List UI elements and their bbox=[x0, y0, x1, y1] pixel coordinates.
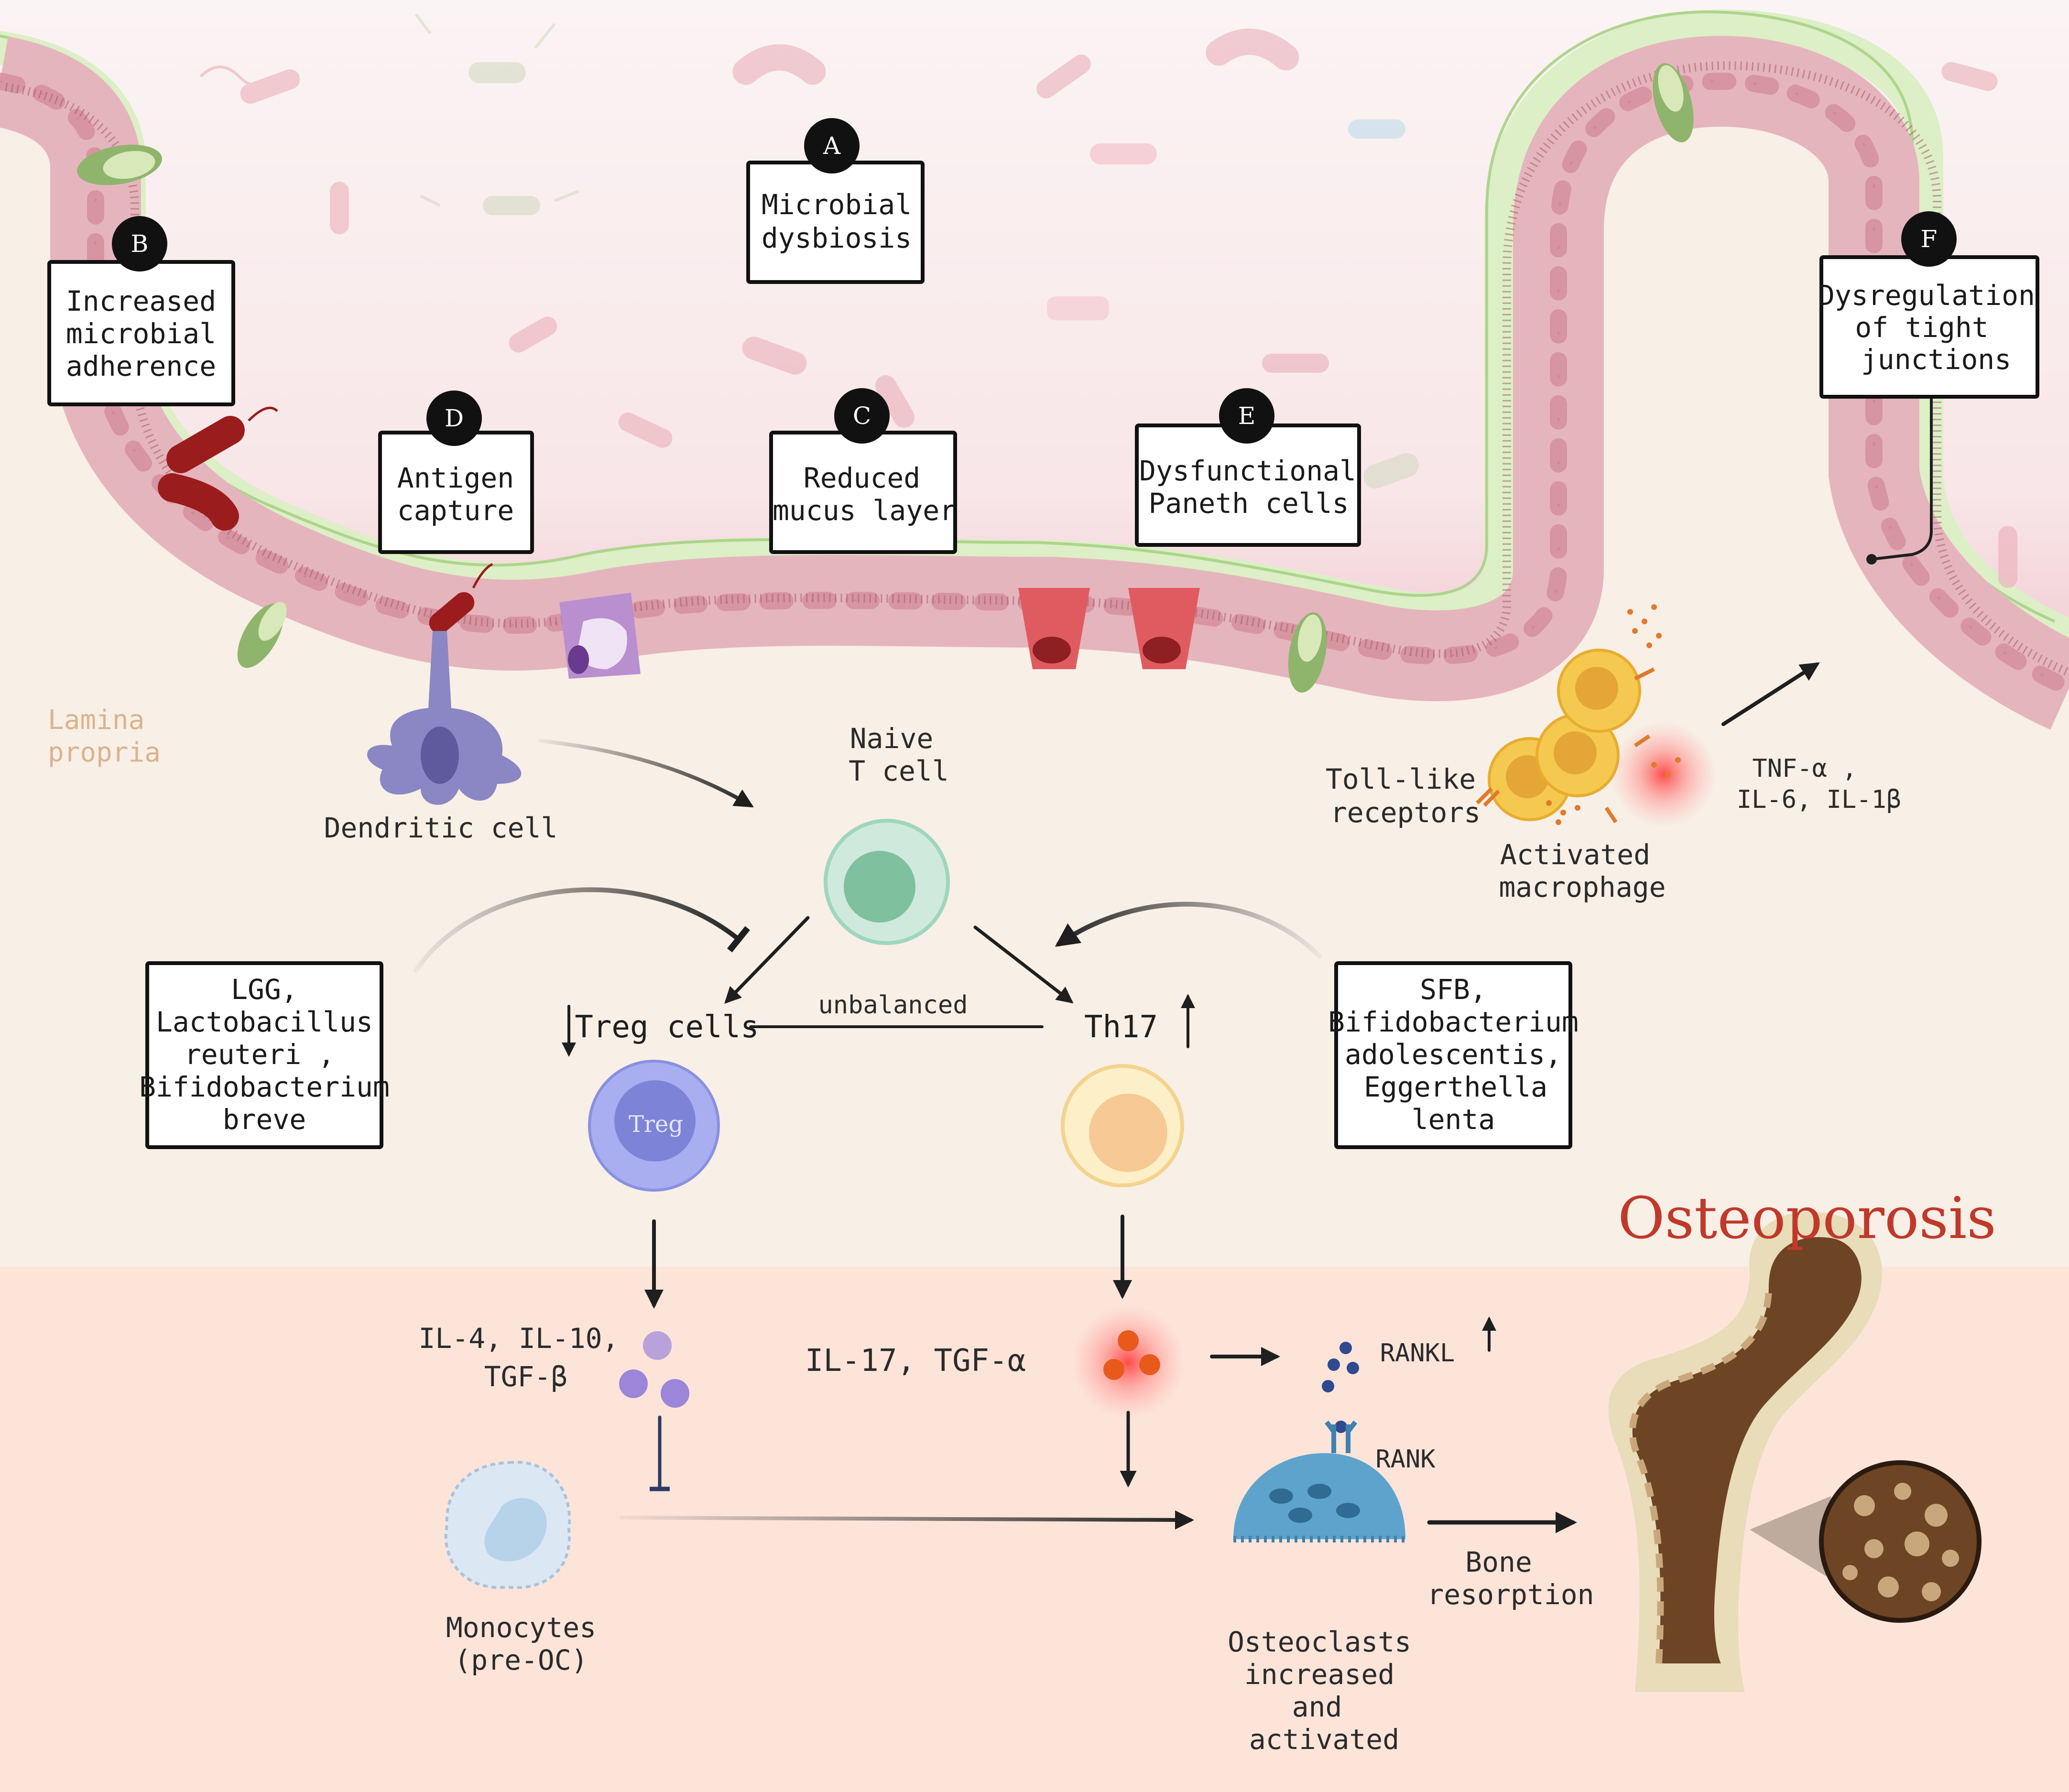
box-a-line-2: dysbiosis bbox=[762, 222, 912, 254]
badge-e bbox=[1219, 388, 1274, 444]
box-f-line-2: of tight bbox=[1855, 311, 1988, 344]
goblet-cells bbox=[77, 63, 1694, 693]
unbalanced-label: unbalanced bbox=[818, 991, 968, 1020]
anti-inflammatory-cytokines bbox=[619, 1331, 689, 1408]
treg-cells-label: Treg cells bbox=[575, 1010, 759, 1045]
box-d-line-2: capture bbox=[397, 494, 514, 527]
box-b-line-2: microbial bbox=[66, 317, 216, 350]
monocytes-label-1: Monocytes bbox=[446, 1611, 596, 1644]
badge-a bbox=[804, 118, 860, 174]
box-b-line-3: adherence bbox=[66, 350, 216, 382]
box-b-line-1: Increased bbox=[66, 285, 216, 317]
osteoporosis-title: Osteoporosis bbox=[1618, 1185, 1996, 1252]
badge-c bbox=[834, 388, 890, 444]
lgg-line-4: Bifidobacterium bbox=[139, 1071, 390, 1103]
box-e-line-2: Paneth cells bbox=[1148, 487, 1349, 520]
lgg-line-2: Lactobacillus bbox=[156, 1006, 373, 1038]
bone-resorption-label-1: Bone bbox=[1465, 1546, 1532, 1578]
osteoclasts-label-2: increased bbox=[1244, 1658, 1394, 1691]
badge-d bbox=[426, 391, 482, 446]
dendritic-cell bbox=[367, 631, 522, 805]
paneth-cells bbox=[1018, 588, 1200, 669]
box-dysfunctional-paneth-cells: E Dysfunctional Paneth cells bbox=[1135, 388, 1361, 547]
rankl-label: RANKL bbox=[1380, 1339, 1455, 1368]
bone-resorption-label-2: resorption bbox=[1427, 1578, 1594, 1611]
box-a-line-1: Microbial bbox=[762, 188, 912, 221]
lgg-line-3: reuteri , bbox=[185, 1038, 335, 1071]
th17-cell bbox=[1061, 1064, 1184, 1187]
badge-f-label: F bbox=[1921, 225, 1938, 253]
femur-bone bbox=[1608, 1212, 1982, 1692]
box-antigen-capture: D Antigen capture bbox=[378, 391, 534, 554]
lgg-line-1: LGG, bbox=[231, 973, 298, 1006]
naive-label-2: T cell bbox=[849, 755, 949, 787]
naive-label-1: Naive bbox=[850, 722, 934, 755]
osteoclast bbox=[1233, 1421, 1405, 1542]
pro-inflammatory-cytokines bbox=[1071, 1305, 1186, 1420]
badge-c-label: C bbox=[853, 402, 871, 430]
toll-like-label-2: receptors bbox=[1330, 796, 1481, 829]
badge-b-label: B bbox=[131, 230, 149, 258]
rank-label: RANK bbox=[1375, 1445, 1436, 1474]
box-d-line-1: Antigen bbox=[397, 462, 514, 494]
lumen-bacteria bbox=[199, 13, 2017, 588]
tnf-label-2: IL-6, IL-1β bbox=[1737, 785, 1901, 814]
rankl-molecules bbox=[1322, 1342, 1359, 1433]
il4-label-2: TGF-β bbox=[484, 1360, 568, 1393]
box-f-line-1: Dysregulation bbox=[1818, 279, 2035, 312]
osteoclasts-label-1: Osteoclasts bbox=[1228, 1626, 1411, 1658]
badge-f bbox=[1901, 211, 1957, 267]
box-c-line-1: Reduced bbox=[804, 462, 920, 494]
box-pathogenic-strains: SFB, Bifidobacterium adolescentis, Egger… bbox=[1328, 961, 1579, 1149]
lamina-propria-label-1: Lamina bbox=[48, 705, 144, 736]
tnf-label-1: TNF-α , bbox=[1752, 754, 1857, 783]
osteoclasts-label-4: activated bbox=[1249, 1723, 1399, 1756]
tight-junction-pointer-dot bbox=[1866, 554, 1877, 565]
box-f-line-3: junctions bbox=[1861, 343, 2011, 376]
il4-label-1: IL-4, IL-10, bbox=[418, 1322, 619, 1355]
sfb-line-3: adolescentis, bbox=[1345, 1038, 1562, 1071]
toll-like-label-1: Toll-like bbox=[1326, 763, 1476, 795]
sfb-line-4: Eggerthella bbox=[1364, 1071, 1547, 1103]
naive-t-cell bbox=[824, 819, 950, 945]
treg-cell bbox=[588, 1060, 720, 1192]
box-increased-microbial-adherence: B Increased microbial adherence bbox=[47, 216, 235, 406]
macrophage-label-2: macrophage bbox=[1499, 871, 1666, 903]
box-dysregulation-tight-junctions: F Dysregulation of tight junctions bbox=[1818, 211, 2039, 399]
sfb-line-2: Bifidobacterium bbox=[1328, 1006, 1579, 1038]
osteoclasts-label-3: and bbox=[1292, 1691, 1342, 1723]
badge-e-label: E bbox=[1238, 402, 1256, 430]
arrows bbox=[414, 395, 1933, 1533]
macrophage-label-1: Activated bbox=[1500, 838, 1650, 871]
sfb-line-1: SFB, bbox=[1420, 973, 1487, 1006]
box-probiotic-strains: LGG, Lactobacillus reuteri , Bifidobacte… bbox=[139, 961, 390, 1149]
dendritic-cell-label: Dendritic cell bbox=[324, 812, 558, 844]
il17-label: IL-17, TGF-α bbox=[805, 1343, 1026, 1379]
treg-inner-label: Treg bbox=[629, 1111, 683, 1138]
box-e-line-1: Dysfunctional bbox=[1139, 455, 1356, 487]
monocyte bbox=[444, 1461, 571, 1589]
m-cell bbox=[559, 593, 641, 679]
lgg-line-5: breve bbox=[223, 1103, 306, 1136]
lamina-propria-label-2: propria bbox=[48, 737, 161, 768]
sfb-line-5: lenta bbox=[1412, 1103, 1495, 1136]
box-microbial-dysbiosis: A Microbial dysbiosis bbox=[746, 118, 925, 284]
th17-label: Th17 bbox=[1084, 1010, 1158, 1045]
box-reduced-mucus-layer: C Reduced mucus layer bbox=[769, 388, 957, 554]
badge-b bbox=[112, 216, 167, 272]
monocytes-label-2: (pre-OC) bbox=[454, 1644, 588, 1676]
adherent-bacteria bbox=[158, 406, 493, 634]
box-c-line-2: mucus layer bbox=[773, 494, 956, 527]
badge-a-label: A bbox=[823, 132, 841, 160]
badge-d-label: D bbox=[445, 404, 464, 432]
activated-macrophages bbox=[1476, 604, 1716, 827]
